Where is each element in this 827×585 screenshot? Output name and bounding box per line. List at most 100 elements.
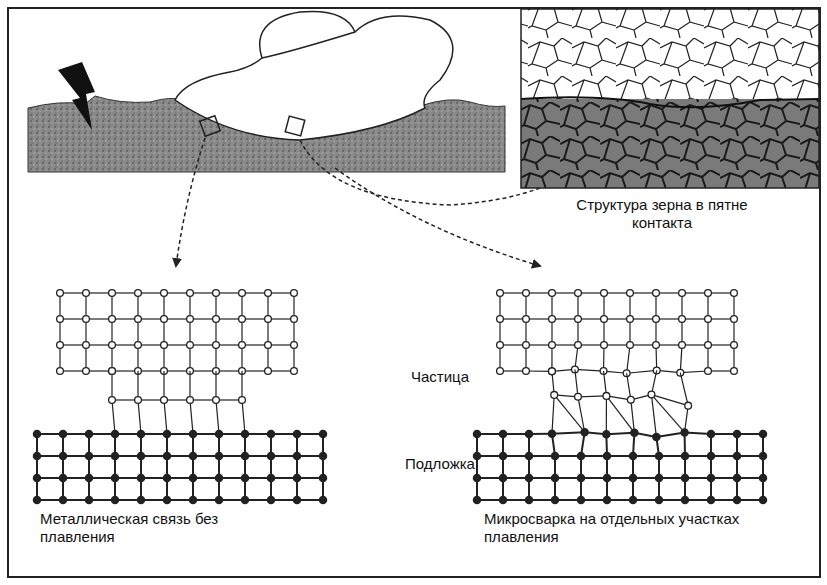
lattice-bond (627, 370, 657, 373)
lattice-atom (705, 342, 712, 349)
lattice-bond (164, 400, 167, 434)
lattice-atom (549, 368, 556, 375)
lattice-bond (137, 371, 138, 400)
lattice-atom (57, 368, 64, 375)
lattice-atom (473, 430, 480, 437)
lattice-atom (215, 496, 222, 503)
lattice-atom (33, 496, 40, 503)
grain-substrate (521, 99, 819, 188)
lattice-atom (655, 452, 662, 459)
lattice-atom (577, 496, 584, 503)
lattice-atom (109, 397, 116, 404)
lattice-atom (213, 290, 220, 297)
lattice-bond (552, 395, 554, 434)
lattice-atom (497, 290, 504, 297)
lattice-atom (135, 342, 142, 349)
lattice-atom (265, 342, 272, 349)
lattice-bond (651, 395, 656, 437)
lattice-atom (575, 342, 582, 349)
layer-label: Частица (390, 368, 490, 386)
lattice-atom (187, 342, 194, 349)
lattice-atom (707, 430, 714, 437)
lattice-atom (265, 368, 272, 375)
lattice-atom (109, 316, 116, 323)
lattice-atom (497, 342, 504, 349)
lattice-atom (759, 430, 766, 437)
grain-particle (521, 9, 819, 99)
lattice-atom (109, 342, 116, 349)
lattice-atom (473, 474, 480, 481)
lattice-atom (685, 402, 692, 409)
lattice-atom (213, 316, 220, 323)
lattice-atom (577, 452, 584, 459)
lattice-atom (213, 342, 220, 349)
lattice-atom (319, 452, 326, 459)
lattice-atom (549, 290, 556, 297)
lattice-atom (189, 474, 196, 481)
lattice-atom (627, 316, 634, 323)
lattice-atom (239, 290, 246, 297)
lattice-atom (551, 392, 558, 399)
zoom-square (285, 116, 305, 136)
crack-symbol (58, 62, 95, 130)
lattice-atom (653, 316, 660, 323)
lattice-atom (551, 452, 558, 459)
lattice-atom (85, 474, 92, 481)
lattice-atom (601, 316, 608, 323)
lattice-atom (83, 316, 90, 323)
lattice-atom (551, 474, 558, 481)
lattice-atom (161, 316, 168, 323)
lattice-atom (267, 430, 274, 437)
lattice-atom (215, 452, 222, 459)
lattice-atom (187, 290, 194, 297)
lattice-bond (575, 369, 578, 396)
lattice-bond (190, 400, 193, 434)
lattice-atom (648, 391, 655, 398)
lattice-atom (187, 397, 194, 404)
lattice-atom (57, 316, 64, 323)
lattice-atom (525, 452, 532, 459)
lattice-atom (187, 316, 194, 323)
lattice-atom (267, 474, 274, 481)
lattice-atom (163, 474, 170, 481)
lattice-atom (137, 474, 144, 481)
lattice-atom (83, 342, 90, 349)
lattice-atom (629, 496, 636, 503)
lattice-bond (651, 395, 684, 433)
lattice-atom (655, 496, 662, 503)
layer-label: Подложка (385, 455, 495, 473)
lattice-atom (291, 342, 298, 349)
lattice-atom (83, 368, 90, 375)
lattice-atom (707, 474, 714, 481)
lattice-atom (135, 290, 142, 297)
lattice-atom (163, 452, 170, 459)
lattice-atom (629, 474, 636, 481)
lattice-atom (525, 430, 532, 437)
lattice-bond (241, 371, 242, 400)
lattice-atom (111, 474, 118, 481)
lattice-bond (631, 400, 635, 433)
lattice-atom (679, 316, 686, 323)
lattice-atom (109, 368, 116, 375)
lattice-bond (680, 345, 682, 373)
lattice-atom (497, 368, 504, 375)
lattice-atom (603, 496, 610, 503)
lattice-atom (293, 430, 300, 437)
lattice-atom (291, 368, 298, 375)
lattice-atom (265, 290, 272, 297)
lattice-atom (653, 290, 660, 297)
lattice-atom (85, 496, 92, 503)
lattice-bond (111, 371, 112, 400)
lattice-atom (161, 290, 168, 297)
lattice-atom (109, 290, 116, 297)
lattice-atom (629, 452, 636, 459)
lattice-atom (293, 496, 300, 503)
lattice-atom (85, 430, 92, 437)
lattice-atom (85, 452, 92, 459)
lattice-atom (601, 342, 608, 349)
lattice-atom (523, 290, 530, 297)
lattice-atom (57, 342, 64, 349)
lattice-atom (499, 430, 506, 437)
lattice-atom (499, 452, 506, 459)
